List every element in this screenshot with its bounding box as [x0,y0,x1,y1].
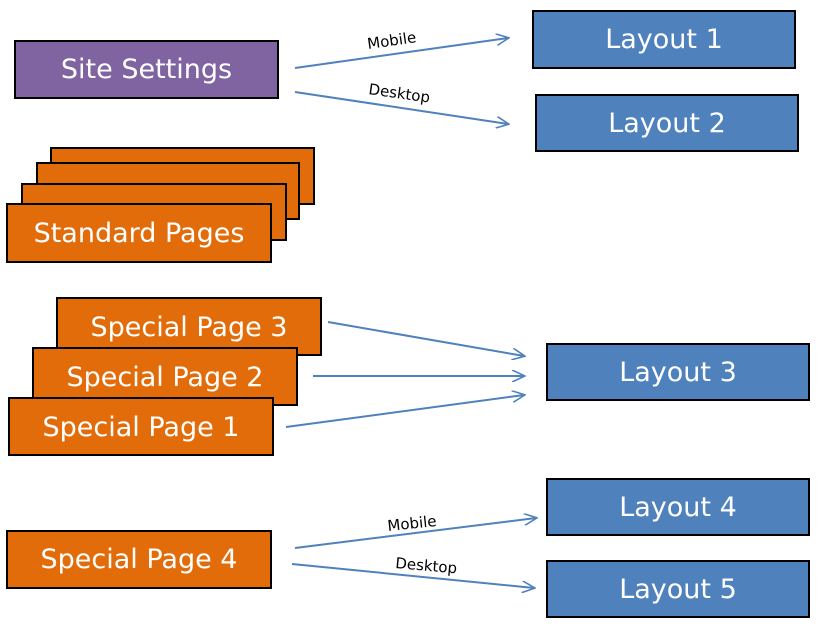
edge-special-page-4-layout-5 [291,563,534,588]
site-settings-node: Site Settings [14,40,279,99]
special-page-1-label: Special Page 1 [42,412,240,443]
layout-1-node: Layout 1 [532,10,796,69]
layout-5-node: Layout 5 [546,560,810,618]
edge-special-page-4-layout-4 [294,518,536,549]
edge-label-desktop-top: Desktop [367,80,431,106]
site-settings-label: Site Settings [60,54,233,85]
special-page-3-node: Special Page 3 [56,297,322,356]
edge-site-settings-layout-2 [294,91,508,124]
edge-special-page-1-layout-3 [285,395,524,428]
edge-label-mobile-top: Mobile [366,28,417,53]
layout-3-node: Layout 3 [546,343,810,401]
edge-site-settings-layout-1 [294,38,508,69]
layout-1-label: Layout 1 [605,24,723,55]
special-page-2-label: Special Page 2 [66,362,264,393]
special-page-1-node: Special Page 1 [8,397,274,456]
layout-3-label: Layout 3 [619,356,737,388]
standard-pages-label: Standard Pages [33,217,245,249]
special-page-3-label: Special Page 3 [90,312,288,343]
layout-4-label: Layout 4 [619,491,737,523]
layout-5-label: Layout 5 [619,573,737,605]
layout-4-node: Layout 4 [546,478,810,536]
special-page-4-label: Special Page 4 [40,544,238,575]
layout-2-label: Layout 2 [608,107,726,139]
standard-pages-node: Standard Pages [6,203,272,263]
layout-2-node: Layout 2 [535,94,799,152]
edge-label-desktop-bottom: Desktop [395,554,458,577]
special-page-4-node: Special Page 4 [6,530,272,589]
edge-special-page-3-layout-3 [327,321,524,356]
edge-label-mobile-bottom: Mobile [387,512,438,535]
